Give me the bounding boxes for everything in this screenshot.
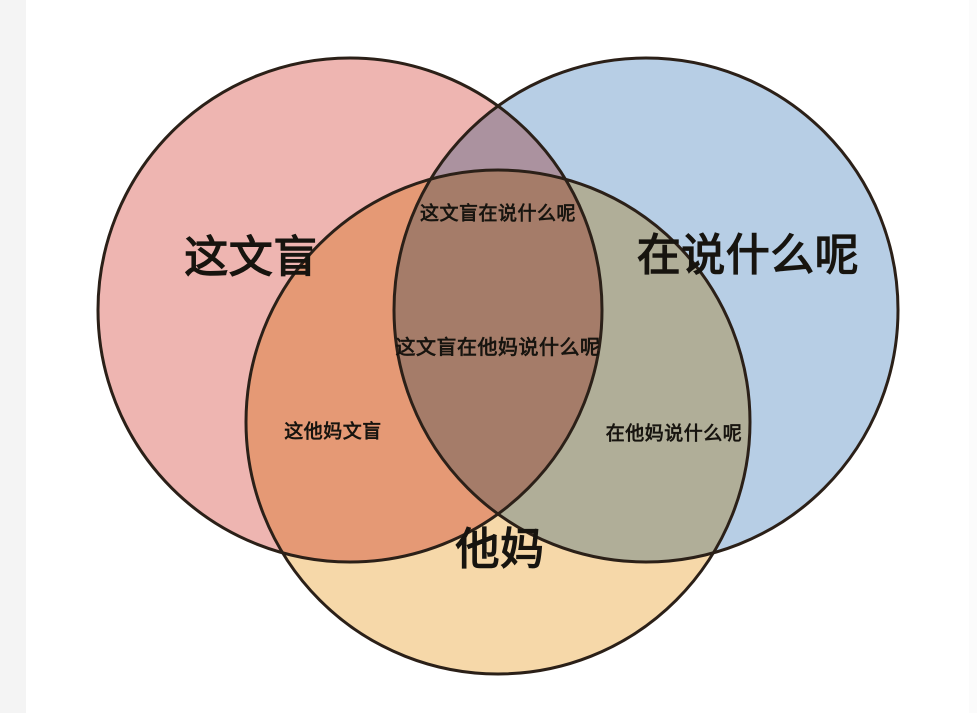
circle-fill-bottom <box>246 170 750 674</box>
venn-outlines <box>96 56 900 676</box>
intersection-label-all: 这文盲在他妈说什么呢 <box>395 335 601 359</box>
right-edge-band <box>969 0 977 713</box>
intersection-label-left-bottom: 这他妈文盲 <box>284 420 382 443</box>
intersection-label-left-right: 这文盲在说什么呢 <box>419 202 577 225</box>
intersection-label-right-bottom: 在他妈说什么呢 <box>605 422 743 445</box>
set-label-right: 在说什么呢 <box>636 229 860 281</box>
set-label-bottom: 他妈 <box>455 523 545 575</box>
venn-fills <box>98 58 898 674</box>
left-edge-band <box>0 0 26 713</box>
circle-outline-bottom <box>244 168 752 676</box>
set-label-left: 这文盲 <box>184 231 318 283</box>
circle-outline-right <box>392 56 900 564</box>
circle-outline-left <box>96 56 604 564</box>
